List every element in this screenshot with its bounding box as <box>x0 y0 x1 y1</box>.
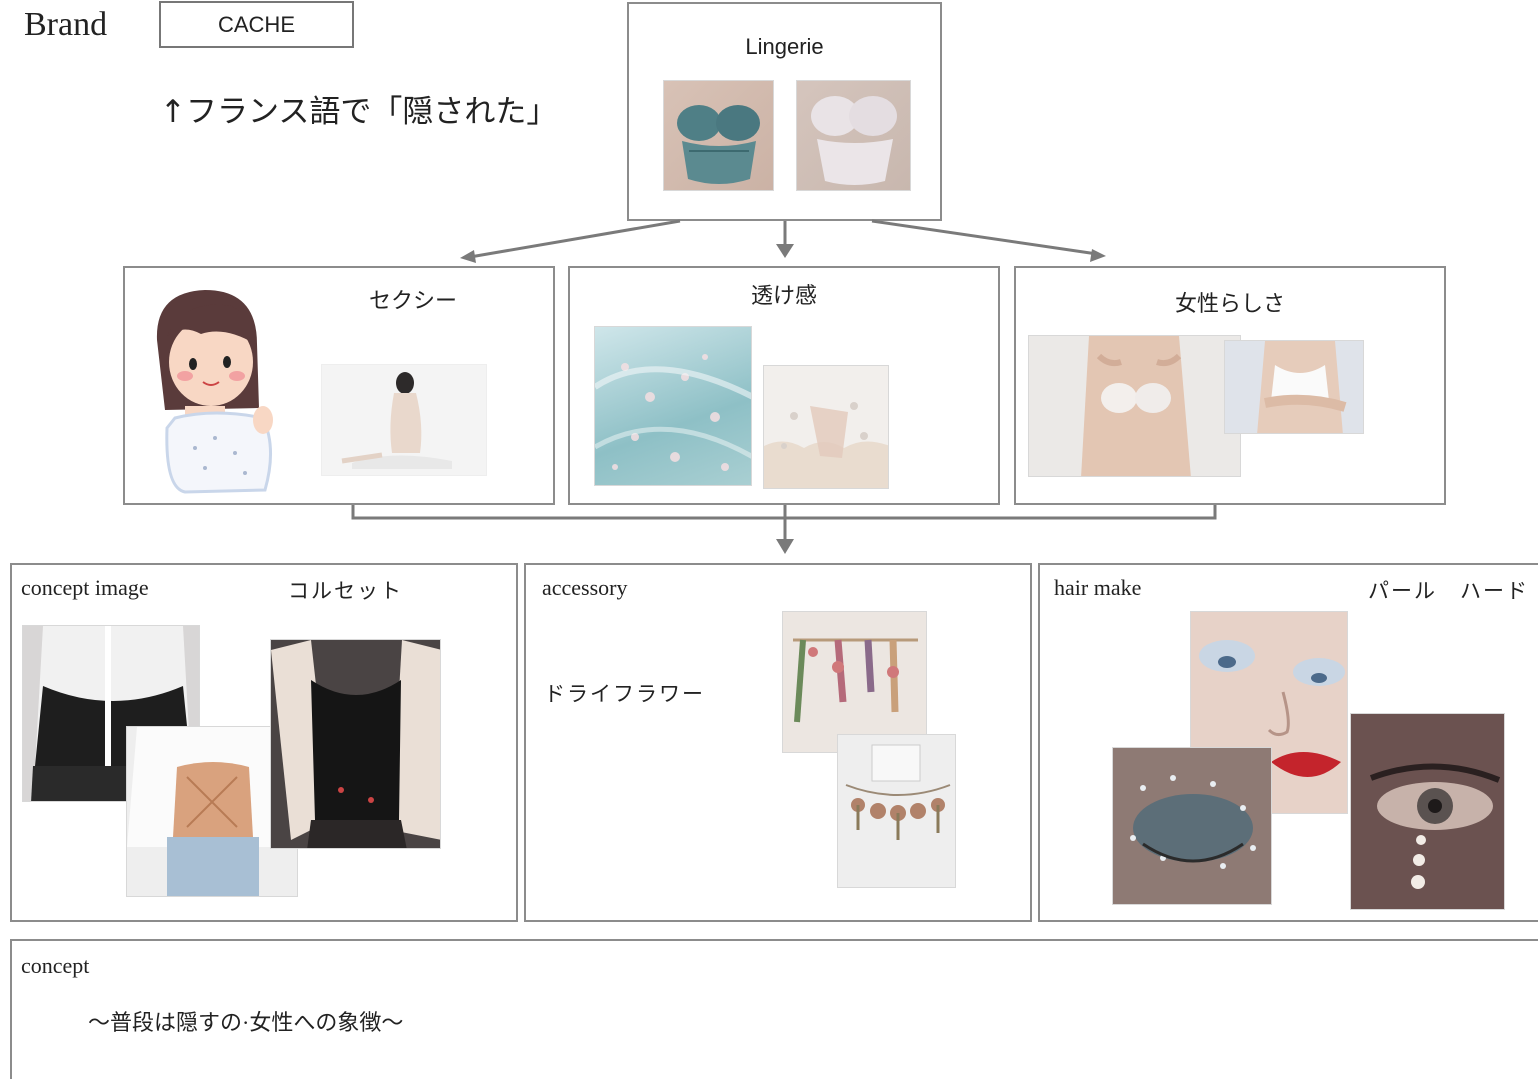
sexy-photo-back <box>321 364 487 476</box>
sexy-node: セクシー <box>123 266 555 505</box>
hair-make-label: hair make <box>1054 575 1142 600</box>
brand-note: ↑フランス語で「隠された」 <box>160 94 558 130</box>
lingerie-node: Lingerie <box>627 2 942 221</box>
femininity-photo-top <box>1224 340 1364 434</box>
sheer-title: 透け感 <box>750 284 817 309</box>
sheer-photo-lace-hand <box>763 365 889 489</box>
lingerie-title: Lingerie <box>745 34 824 59</box>
accessory-label: accessory <box>542 575 628 600</box>
corset-photo-white-blouse <box>126 726 298 897</box>
femininity-title: 女性らしさ <box>1174 292 1285 317</box>
makeup-photo-pearl-tears <box>1350 713 1505 910</box>
lingerie-photo-white <box>796 80 911 191</box>
makeup-photo-flower-eye <box>1112 747 1272 905</box>
corset-photo-dark-corset <box>270 639 441 849</box>
sexy-title: セクシー <box>369 289 458 314</box>
concept-image-panel: concept image コルセット <box>10 563 518 922</box>
sheer-photo-lace-teal <box>594 326 752 486</box>
accessory-panel: accessory ドライフラワー <box>524 563 1032 922</box>
dried-flower-label: ドライフラワー <box>544 682 705 706</box>
lingerie-photo-teal <box>663 80 774 191</box>
pearl-hard-label: パール ハード <box>1368 579 1529 603</box>
brand-label: Brand <box>24 6 108 43</box>
corset-label: コルセット <box>288 579 403 603</box>
sheer-node: 透け感 <box>568 266 1000 505</box>
dried-flower-photo-2 <box>837 734 956 888</box>
concept-label: concept <box>21 953 90 978</box>
concept-text: ～普段は隠すの·女性への象徴～ <box>88 1010 404 1035</box>
concept-image-label: concept image <box>21 575 149 600</box>
femininity-node: 女性らしさ <box>1014 266 1446 505</box>
brand-name-box: CACHE <box>159 1 354 48</box>
girl-towel-illustration <box>156 290 273 494</box>
dried-flower-photo-1 <box>782 611 927 753</box>
connector-arrows-top <box>351 219 1217 554</box>
femininity-photo-bra <box>1028 335 1241 477</box>
brand-name: CACHE <box>217 11 295 37</box>
hair-make-panel: hair make パール ハード <box>1038 563 1538 922</box>
concept-panel: concept ～普段は隠すの·女性への象徴～ <box>10 939 1538 1079</box>
